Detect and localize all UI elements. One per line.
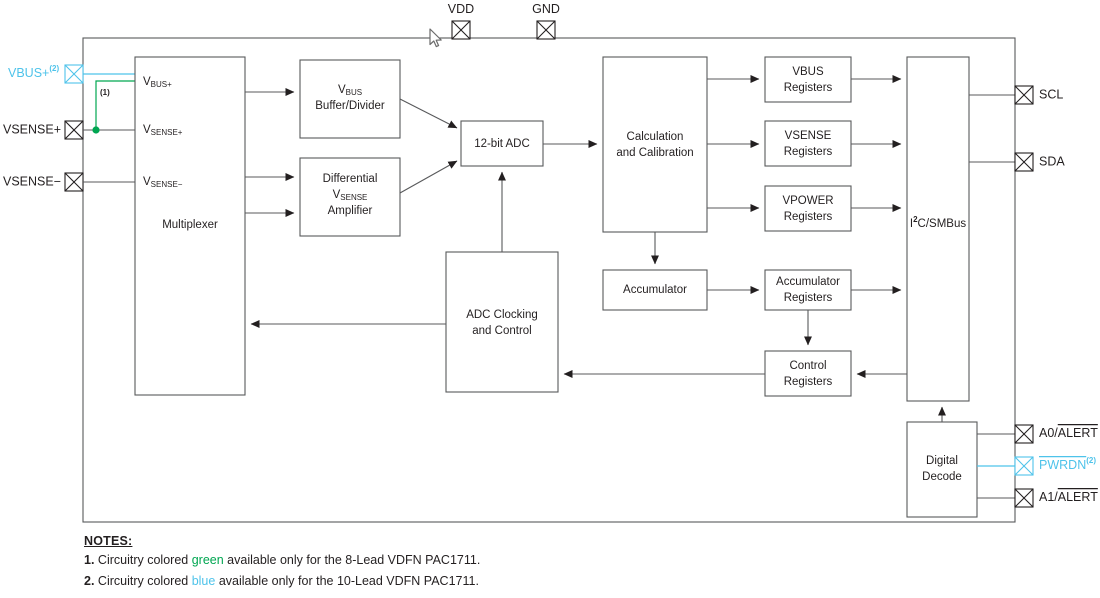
i2c-smbus-block [906, 56, 970, 402]
note-2-number: 2. [84, 573, 95, 588]
note-2-post: available only for the 10-Lead VDFN PAC1… [215, 573, 479, 588]
vbus-registers-label-2: Registers [784, 82, 833, 94]
vdd-pin-label: VDD [448, 2, 474, 16]
mouse-cursor [429, 28, 442, 48]
sda-pin-label: SDA [1039, 154, 1065, 168]
accumulator-block-label: Accumulator [623, 284, 687, 296]
control-registers-label-1: Control [789, 360, 826, 372]
vsense-plus-pin[interactable] [64, 120, 84, 140]
vbus-buffer-divider-block [299, 59, 401, 139]
vsense-registers-label-2: Registers [784, 146, 833, 158]
note-1-pre: Circuitry colored [97, 553, 192, 567]
note-item-2: 2. Circuitry colored blue available only… [84, 574, 704, 590]
vdd-pin[interactable] [451, 20, 471, 40]
wire-diffamp-to-adc [399, 160, 458, 194]
wire-vbusbuffer-to-adc [399, 98, 458, 129]
a1-alert-pin-label: A1/ALERT [1039, 490, 1098, 504]
vbus-registers-label-1: VBUS [792, 66, 824, 78]
gnd-pin[interactable] [536, 20, 556, 40]
vpower-registers-label-2: Registers [784, 211, 833, 223]
a0-alert-pin[interactable] [1014, 424, 1034, 444]
mux-vsense-minus-label: VSENSE− [143, 176, 183, 189]
control-registers-block [764, 350, 852, 397]
green-junction-dot [92, 126, 100, 134]
vsense-minus-pin-label: VSENSE− [3, 174, 61, 188]
a0-alert-pin-label: A0/ALERT [1039, 426, 1098, 440]
vpower-registers-label-1: VPOWER [782, 195, 833, 207]
pwrdn-pin[interactable] [1014, 456, 1034, 476]
note-2-keyword: blue [191, 573, 216, 588]
mux-vbus-plus-label: VBUS+ [143, 76, 172, 89]
sda-pin[interactable] [1014, 152, 1034, 172]
multiplexer-block-label: Multiplexer [162, 219, 218, 231]
multiplexer-block [134, 56, 246, 396]
adc-clocking-label-1: ADC Clocking [466, 309, 538, 321]
vbus-buffer-divider-label-1: VBUS [338, 84, 362, 97]
pwrdn-pin-label: PWRDN(2) [1039, 456, 1096, 472]
green-branch-wire [95, 80, 135, 130]
digital-decode-label-2: Decode [922, 471, 962, 483]
adc-block [460, 120, 544, 167]
adc-block-label: 12-bit ADC [474, 138, 530, 150]
control-registers-label-2: Registers [784, 376, 833, 388]
scl-pin-label: SCL [1039, 87, 1063, 101]
calculation-calibration-block [602, 56, 708, 233]
vbus-plus-pin[interactable] [64, 64, 84, 84]
note-1-number: 1. [84, 553, 95, 567]
notes-heading: NOTES: [84, 534, 133, 548]
vbus-registers-block [764, 56, 852, 103]
vsense-minus-pin[interactable] [64, 172, 84, 192]
a1-alert-pin[interactable] [1014, 488, 1034, 508]
vbus-buffer-divider-label-2: Buffer/Divider [315, 100, 385, 112]
note-item-1: 1. Circuitry colored green available onl… [84, 553, 704, 569]
digital-decode-block [906, 421, 978, 518]
vbus-plus-pin-label: VBUS+(2) [8, 64, 59, 80]
adc-clocking-label-2: and Control [472, 325, 531, 337]
vsense-plus-pin-label: VSENSE+ [3, 122, 61, 136]
accumulator-block [602, 269, 708, 311]
scl-pin[interactable] [1014, 85, 1034, 105]
notes-section: NOTES: 1. Circuitry colored green availa… [84, 534, 704, 594]
note-marker-1: (1) [100, 88, 110, 97]
diff-amp-label-2: VSENSE [333, 189, 368, 202]
i2c-smbus-label: I2C/SMBus [910, 215, 966, 230]
note-1-keyword: green [191, 553, 224, 567]
adc-clocking-control-block [445, 251, 559, 393]
vsense-registers-block [764, 120, 852, 167]
calculation-label-2: and Calibration [616, 147, 693, 159]
note-1-post: available only for the 8-Lead VDFN PAC17… [223, 553, 481, 567]
calculation-label-1: Calculation [627, 131, 684, 143]
accumulator-registers-label-1: Accumulator [776, 276, 840, 288]
vpower-registers-block [764, 185, 852, 232]
gnd-pin-label: GND [532, 2, 560, 16]
note-2-pre: Circuitry colored [97, 573, 192, 588]
vsense-registers-label-1: VSENSE [785, 130, 832, 142]
diff-amp-label-1: Differential [323, 173, 378, 185]
differential-vsense-amplifier-block [299, 157, 401, 237]
diff-amp-label-3: Amplifier [328, 205, 373, 217]
accumulator-registers-label-2: Registers [784, 292, 833, 304]
digital-decode-label-1: Digital [926, 455, 958, 467]
mux-vsense-plus-label: VSENSE+ [143, 124, 183, 137]
accumulator-registers-block [764, 269, 852, 311]
